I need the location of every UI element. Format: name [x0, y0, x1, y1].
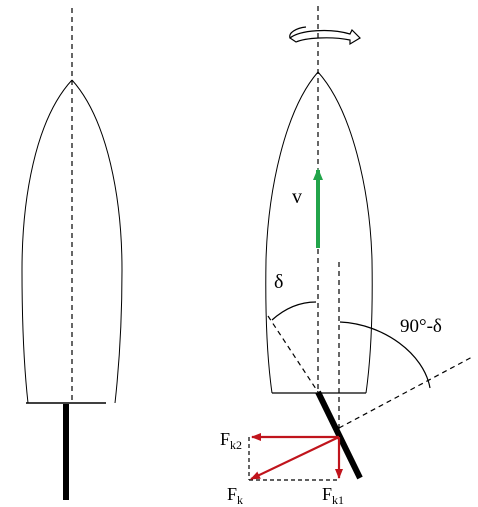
force-k1-sub: k1	[332, 493, 344, 507]
right-rudder	[315, 390, 363, 480]
complement-angle-label: 90°-δ	[400, 316, 442, 337]
force-k-arrow	[250, 436, 340, 480]
force-k-main: F	[227, 484, 237, 504]
rotation-arrow-icon	[288, 28, 361, 46]
right-hull-outline-right	[317, 71, 373, 394]
right-hull-outline-left	[265, 71, 319, 394]
rudder-direction-line	[267, 315, 319, 393]
force-k-sub: k	[237, 493, 243, 507]
delta-angle-arc	[271, 301, 317, 321]
force-k-label: Fk	[227, 484, 243, 507]
force-k2-label: Fk2	[220, 429, 242, 452]
velocity-label: v	[292, 186, 302, 208]
right-hull-group: v δ 90°-δ Fk2 Fk Fk1	[220, 6, 475, 507]
delta-label: δ	[274, 271, 283, 293]
left-hull-outline	[21, 79, 73, 404]
rotation-arrow-icon-lower	[289, 26, 307, 39]
complement-angle-arc	[339, 321, 431, 389]
rudder-normal-line	[338, 355, 475, 429]
force-k2-sub: k2	[230, 438, 242, 452]
left-hull-outline-right	[71, 79, 123, 404]
force-k1-label: Fk1	[322, 484, 344, 507]
force-k2-main: F	[220, 429, 230, 449]
left-hull-group	[21, 8, 123, 500]
force-k1-main: F	[322, 484, 332, 504]
